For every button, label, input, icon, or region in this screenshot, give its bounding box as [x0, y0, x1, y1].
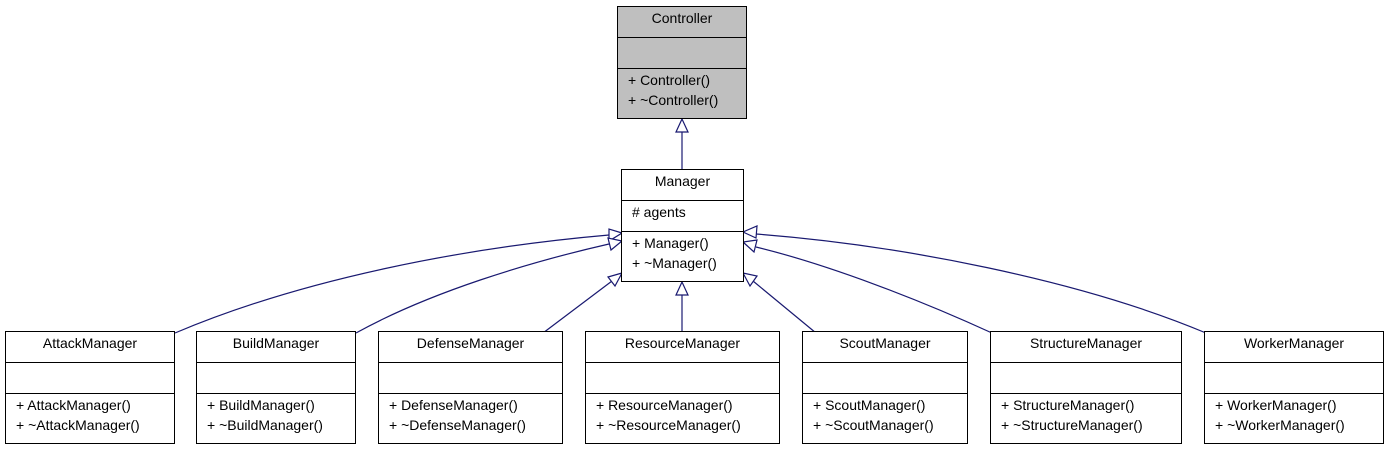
- operation: + StructureManager(): [1001, 397, 1135, 413]
- class-name: Controller: [651, 10, 713, 26]
- attribute: # agents: [632, 204, 686, 220]
- operation: + AttackManager(): [16, 397, 131, 413]
- operation: + ~ResourceManager(): [596, 417, 741, 433]
- edge-scoutmanager-to-manager: [741, 272, 817, 334]
- operation: + WorkerManager(): [1215, 397, 1337, 413]
- class-resourcemanager[interactable]: ResourceManager + ResourceManager() + ~R…: [585, 331, 780, 444]
- edge-defensemanager-to-manager: [542, 272, 624, 334]
- class-operations: + Controller() + ~Controller(): [618, 68, 746, 110]
- operation: + ScoutManager(): [813, 397, 926, 413]
- class-defensemanager[interactable]: DefenseManager + DefenseManager() + ~Def…: [378, 331, 563, 444]
- class-workermanager[interactable]: WorkerManager + WorkerManager() + ~Worke…: [1204, 331, 1384, 444]
- class-operations: + ScoutManager() + ~ScoutManager(): [803, 393, 967, 435]
- class-name: AttackManager: [42, 335, 138, 351]
- class-controller[interactable]: Controller + Controller() + ~Controller(…: [617, 6, 747, 119]
- class-attributes: [197, 362, 355, 393]
- class-name: ScoutManager: [839, 335, 931, 351]
- operation: + DefenseManager(): [389, 397, 518, 413]
- operation: + ~Manager(): [632, 255, 717, 271]
- operation: + Controller(): [628, 72, 711, 88]
- class-attributes: # agents: [622, 200, 743, 231]
- operation: + Manager(): [632, 235, 709, 251]
- class-name: Manager: [654, 173, 711, 189]
- class-operations: + WorkerManager() + ~WorkerManager(): [1205, 393, 1383, 435]
- class-operations: + Manager() + ~Manager(): [622, 231, 743, 273]
- class-attackmanager[interactable]: AttackManager + AttackManager() + ~Attac…: [5, 331, 175, 444]
- operation: + ~DefenseManager(): [389, 417, 526, 433]
- class-attributes: [586, 362, 779, 393]
- class-attributes: [803, 362, 967, 393]
- class-structuremanager[interactable]: StructureManager + StructureManager() + …: [990, 331, 1182, 444]
- operation: + ~Controller(): [628, 92, 719, 108]
- class-buildmanager[interactable]: BuildManager + BuildManager() + ~BuildMa…: [196, 331, 356, 444]
- class-operations: + AttackManager() + ~AttackManager(): [6, 393, 174, 435]
- edge-workermanager-to-manager: [741, 225, 1207, 334]
- class-operations: + ResourceManager() + ~ResourceManager(): [586, 393, 779, 435]
- operation: + BuildManager(): [207, 397, 315, 413]
- operation: + ~AttackManager(): [16, 417, 140, 433]
- edge-resourcemanager-to-manager: [675, 280, 689, 333]
- class-attributes: [1205, 362, 1383, 393]
- class-operations: + BuildManager() + ~BuildManager(): [197, 393, 355, 435]
- class-attributes: [6, 362, 174, 393]
- class-name: StructureManager: [1029, 335, 1143, 351]
- edge-attackmanager-to-manager: [174, 228, 624, 334]
- class-name: WorkerManager: [1243, 335, 1345, 351]
- class-attributes: [379, 362, 562, 393]
- operation: + ~StructureManager(): [1001, 417, 1143, 433]
- class-manager[interactable]: Manager # agents + Manager() + ~Manager(…: [621, 169, 744, 282]
- class-name: BuildManager: [232, 335, 320, 351]
- class-operations: + StructureManager() + ~StructureManager…: [991, 393, 1181, 435]
- class-operations: + DefenseManager() + ~DefenseManager(): [379, 393, 562, 435]
- class-name: ResourceManager: [624, 335, 741, 351]
- operation: + ResourceManager(): [596, 397, 733, 413]
- edge-buildmanager-to-manager: [355, 237, 624, 334]
- edge-manager-to-controller: [675, 117, 689, 169]
- class-attributes: [618, 37, 746, 68]
- class-attributes: [991, 362, 1181, 393]
- operation: + ~WorkerManager(): [1215, 417, 1345, 433]
- class-name: DefenseManager: [416, 335, 525, 351]
- class-scoutmanager[interactable]: ScoutManager + ScoutManager() + ~ScoutMa…: [802, 331, 968, 444]
- edge-structuremanager-to-manager: [741, 239, 993, 334]
- operation: + ~ScoutManager(): [813, 417, 934, 433]
- operation: + ~BuildManager(): [207, 417, 323, 433]
